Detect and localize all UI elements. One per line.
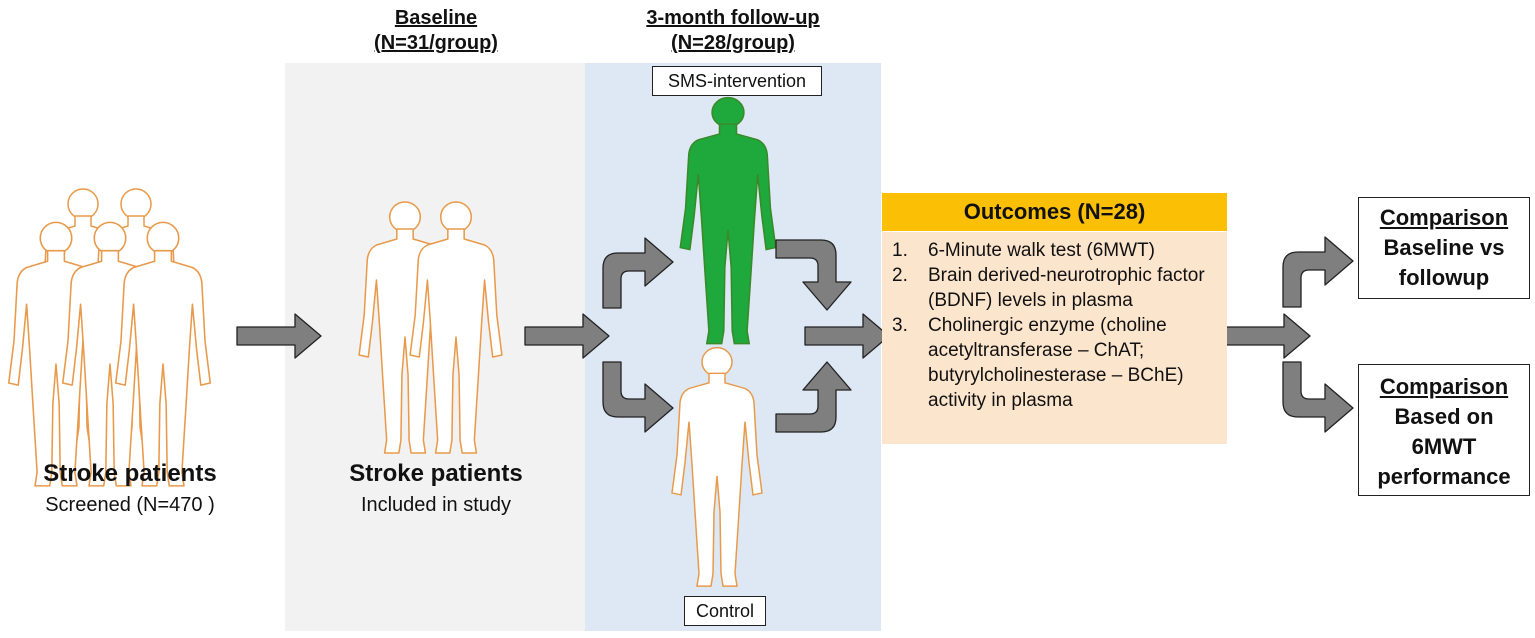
right-arrow-icon (236, 313, 322, 359)
bent-arrow-merge-down-icon (775, 239, 852, 311)
comparison-title: Comparison (1379, 374, 1509, 399)
control-label: Control (684, 596, 766, 626)
outcome-text: 6-Minute walk test (6MWT) (928, 240, 1155, 261)
included-title: Stroke patients (349, 460, 523, 487)
comparison-line: followup (1398, 265, 1490, 290)
bent-arrow-up-icon (602, 237, 674, 309)
comparison-line: 6MWT (1411, 434, 1477, 459)
baseline-title: Baseline (394, 7, 478, 29)
comparison-line: Based on (1394, 404, 1494, 429)
baseline-n: (N=31/group) (374, 32, 498, 54)
comparison-box-followup: Comparison Baseline vs followup (1358, 197, 1530, 299)
bent-arrow-down-icon (1282, 361, 1354, 433)
followup-title: 3-month follow-up (646, 7, 820, 29)
comparison-line: Baseline vs (1383, 235, 1505, 260)
followup-header: 3-month follow-up (N=28/group) (613, 6, 853, 56)
comparison-title: Comparison (1379, 205, 1509, 230)
right-arrow-icon (1225, 313, 1311, 359)
bent-arrow-down-icon (602, 361, 674, 433)
outcomes-list: 1. 6-Minute walk test (6MWT) 2. Brain de… (892, 238, 1217, 413)
right-arrow-icon (804, 313, 890, 359)
included-subtitle: Included in study (360, 494, 512, 516)
outcome-item: 3. Cholinergic enzyme (choline acetyltra… (892, 313, 1217, 413)
screened-patients-icon (7, 188, 212, 487)
comparison-line: performance (1377, 464, 1511, 489)
right-arrow-icon (524, 313, 610, 359)
screened-title: Stroke patients (43, 460, 217, 487)
baseline-header: Baseline (N=31/group) (336, 6, 536, 56)
outcome-number: 3. (892, 315, 908, 336)
outcome-text: Cholinergic enzyme (choline acetyltransf… (928, 315, 1184, 411)
outcome-text: Brain derived-neurotrophic factor (BDNF)… (928, 265, 1205, 311)
included-caption: Stroke patients Included in study (316, 460, 556, 517)
bent-arrow-up-icon (1282, 236, 1354, 308)
outcome-item: 2. Brain derived-neurotrophic factor (BD… (892, 263, 1217, 313)
comparison-box-6mwt: Comparison Based on 6MWT performance (1358, 364, 1530, 496)
followup-n: (N=28/group) (671, 32, 795, 54)
outcomes-header: Outcomes (N=28) (882, 193, 1227, 231)
included-patients-icon (358, 201, 503, 454)
intervention-label: SMS-intervention (652, 66, 822, 96)
outcomes-list-panel: 1. 6-Minute walk test (6MWT) 2. Brain de… (882, 232, 1227, 444)
outcome-item: 1. 6-Minute walk test (6MWT) (892, 238, 1217, 263)
outcome-number: 1. (892, 240, 908, 261)
outcome-number: 2. (892, 265, 908, 286)
intervention-person-icon (679, 96, 777, 345)
bent-arrow-merge-up-icon (775, 361, 852, 433)
control-person-icon (671, 346, 763, 587)
screened-caption: Stroke patients Screened (N=470 ) (10, 460, 250, 517)
screened-subtitle: Screened (N=470 ) (45, 494, 215, 516)
